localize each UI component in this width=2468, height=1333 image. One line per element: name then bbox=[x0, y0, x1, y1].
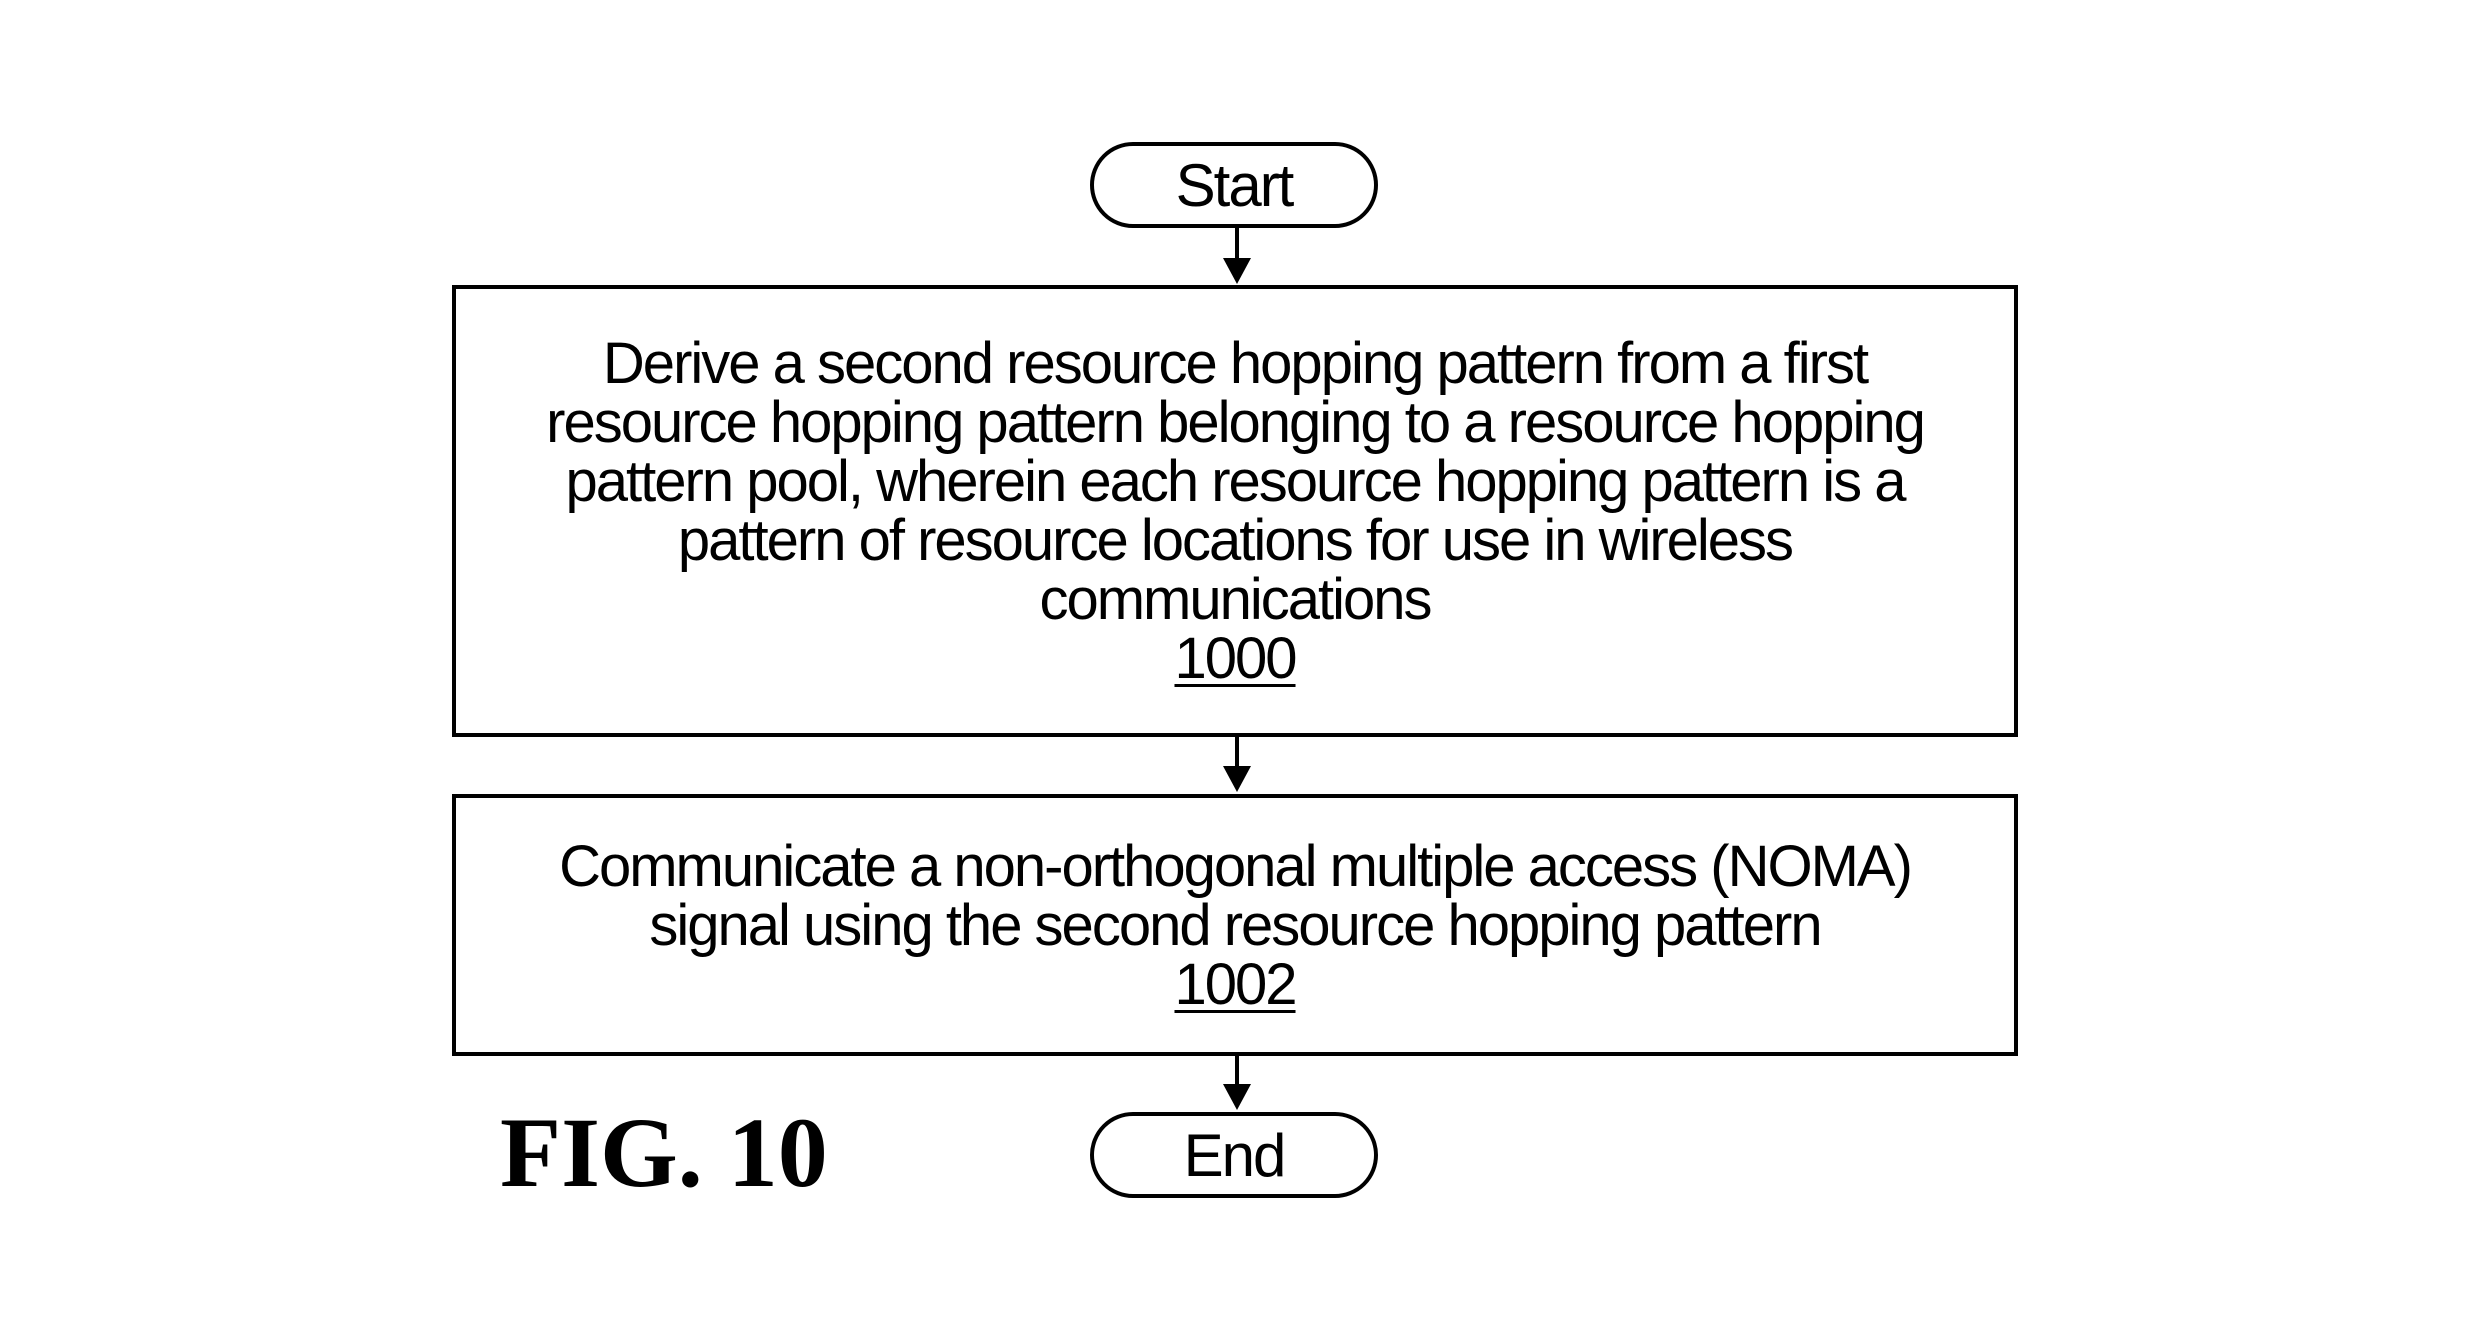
process-step-1000-ref: 1000 bbox=[1174, 626, 1297, 691]
end-label: End bbox=[1183, 1121, 1287, 1189]
process-step-1002: Communicate a non-orthogonal multiple ac… bbox=[452, 794, 2018, 1056]
process-step-1000: Derive a second resource hopping pattern… bbox=[452, 285, 2018, 737]
figure-label: FIG. 10 bbox=[500, 1097, 828, 1208]
process-step-1002-text: Communicate a non-orthogonal multiple ac… bbox=[559, 833, 1913, 958]
end-terminal: End bbox=[1090, 1112, 1378, 1198]
arrow-step-1000-to-step-1002 bbox=[1223, 737, 1251, 792]
process-step-1002-ref: 1002 bbox=[1174, 951, 1297, 1017]
arrow-start-to-step-1000 bbox=[1223, 228, 1251, 284]
start-label: Start bbox=[1175, 151, 1295, 219]
arrow-step-1002-to-end bbox=[1223, 1056, 1251, 1110]
start-terminal: Start bbox=[1090, 142, 1378, 228]
process-step-1000-text: Derive a second resource hopping pattern… bbox=[546, 331, 1926, 632]
